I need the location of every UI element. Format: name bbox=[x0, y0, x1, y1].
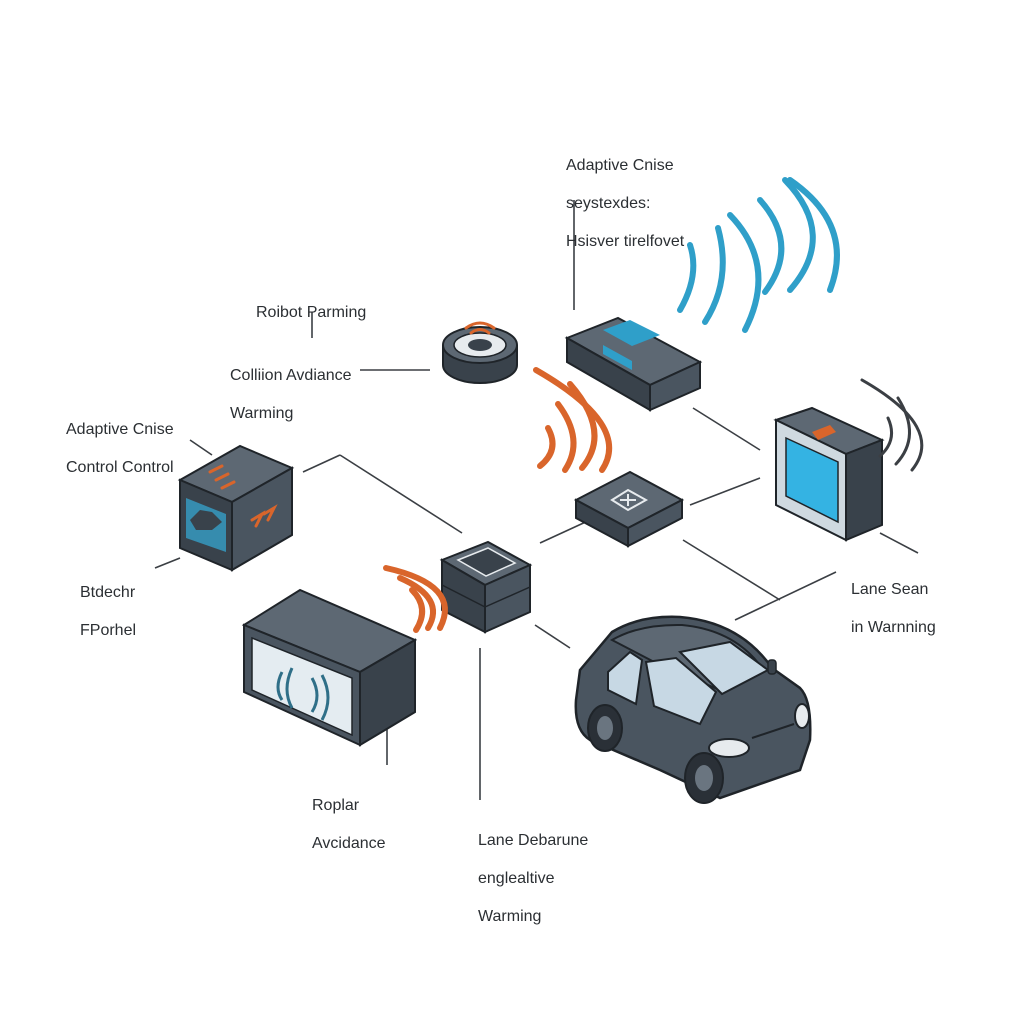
label-acc-left: Adaptive Cnise Control Control bbox=[66, 421, 174, 476]
label-lane-sean: Lane Sean in Warnning bbox=[851, 581, 936, 636]
ecu-hub-icon bbox=[573, 470, 685, 548]
label-btdechr: Btdechr FPorhel bbox=[80, 584, 137, 639]
label-acc-top: Adaptive Cnise seystexdes: Hsisver tirel… bbox=[566, 157, 685, 250]
display-unit-icon bbox=[773, 406, 885, 542]
radar-sensor-icon bbox=[442, 321, 518, 384]
label-collision: Colliion Avdiance Warming bbox=[230, 367, 352, 422]
lidar-sensor-icon bbox=[564, 316, 703, 412]
label-robot-parming: Roibot Parming bbox=[256, 304, 367, 321]
car-icon bbox=[574, 615, 812, 804]
label-lane-debarune: Lane Debarune englealtive Warming bbox=[478, 832, 589, 925]
label-roplar: Roplar Avcidance bbox=[312, 797, 386, 852]
radar-panel-icon bbox=[241, 588, 418, 747]
wireless-signal-icon bbox=[383, 177, 924, 633]
connector-lines bbox=[154, 200, 919, 800]
controller-box-icon bbox=[439, 540, 533, 634]
camera-module-icon bbox=[177, 444, 295, 572]
